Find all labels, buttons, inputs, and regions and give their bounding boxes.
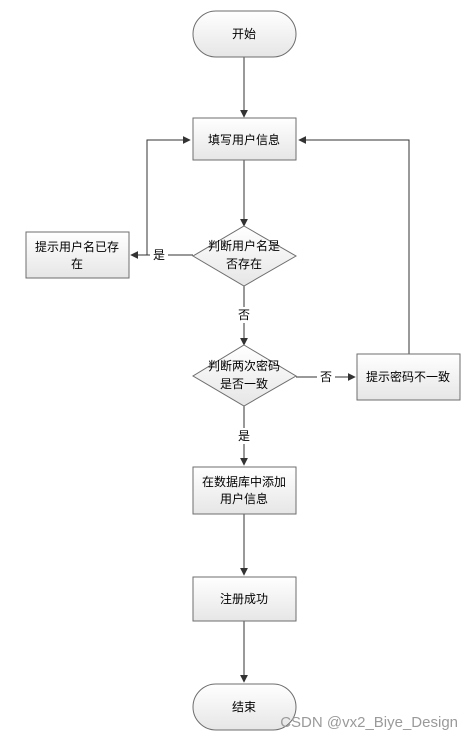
check-username-line2: 否存在 [226,257,262,271]
fill-info-node: 填写用户信息 [192,117,297,161]
register-success-node: 注册成功 [192,576,297,622]
edge-label-username-yes: 是 [153,248,165,262]
end-node: 结束 [192,683,297,731]
check-username-node: 判断用户名是 否存在 [192,225,298,287]
watermark-text: CSDN @vx2_Biye_Design [280,714,458,731]
add-to-db-line2: 用户信息 [220,491,268,506]
password-mismatch-node: 提示密码不一致 [356,353,461,401]
end-label: 结束 [232,700,256,714]
check-password-line1: 判断两次密码 [208,358,280,373]
check-username-line1: 判断用户名是 [208,238,280,253]
username-exists-line1: 提示用户名已存 [35,239,119,254]
password-mismatch-label: 提示密码不一致 [366,369,450,384]
start-node: 开始 [192,10,297,58]
edge-label-password-yes: 是 [238,429,250,443]
fill-info-label: 填写用户信息 [208,132,280,147]
register-success-label: 注册成功 [220,591,268,606]
username-exists-line2: 在 [71,257,83,271]
edge-mismatch-back-to-fill [298,136,410,354]
username-exists-node: 提示用户名已存 在 [25,231,130,279]
add-to-db-line1: 在数据库中添加 [202,474,286,489]
edge-label-username-no: 否 [238,308,250,322]
edge-label-password-no: 否 [320,370,332,384]
add-to-db-node: 在数据库中添加 用户信息 [192,466,297,515]
edge-labels: 是 否 否 是 [150,247,335,444]
edge-msg-back-to-fill [146,136,191,255]
check-password-line2: 是否一致 [220,377,268,391]
start-label: 开始 [232,27,256,41]
check-password-node: 判断两次密码 是否一致 [192,344,297,407]
